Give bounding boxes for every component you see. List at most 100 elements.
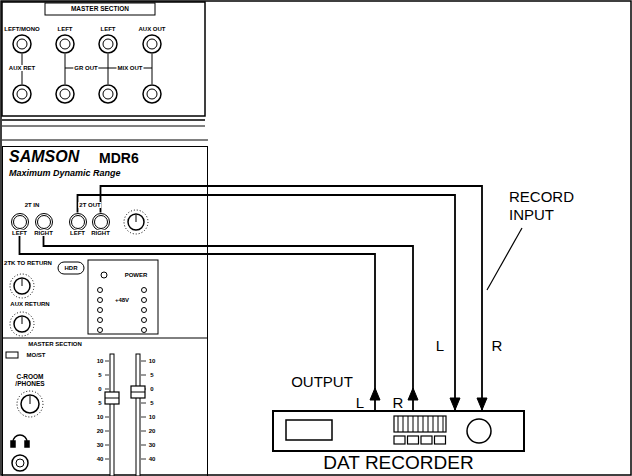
bracket-line — [108, 54, 109, 84]
scale-number: 20 — [96, 428, 105, 434]
top-panel — [2, 126, 205, 127]
fader — [136, 354, 140, 476]
level-knob — [14, 316, 30, 332]
level-knob — [136, 215, 137, 222]
scale-number: 10 — [148, 358, 157, 364]
bracket-line — [65, 54, 66, 84]
fader — [105, 398, 119, 399]
meter-grid — [394, 416, 446, 432]
channel-label: L — [435, 338, 445, 353]
brand-logo: SAMSON — [9, 149, 79, 165]
fader — [131, 392, 145, 393]
output-jack — [147, 89, 157, 99]
scale-number: 5 — [97, 400, 102, 406]
top-panel — [2, 119, 205, 121]
led-box — [142, 308, 147, 313]
jack-label: RIGHT — [33, 230, 54, 236]
panel-label: 2T OUT — [78, 202, 101, 208]
scale-number: 10 — [96, 358, 105, 364]
led-box — [98, 298, 103, 303]
meter-grid — [433, 416, 434, 432]
output-jack — [143, 35, 161, 53]
bracket-line — [22, 54, 152, 84]
scale-number: 0 — [149, 386, 154, 392]
fader — [105, 392, 119, 404]
panel-label: C-ROOM /PHONES — [10, 374, 50, 387]
panel-label: LEFT — [57, 26, 74, 32]
top-panel — [2, 140, 208, 141]
arrow-head — [370, 388, 380, 400]
fader — [105, 431, 109, 432]
scale-number: 30 — [96, 442, 105, 448]
output-jack — [17, 39, 27, 49]
scale-number: 5 — [149, 400, 154, 406]
leader-line — [487, 228, 522, 290]
output-jack: RIGHT — [92, 213, 110, 231]
panel-label: MASTER SECTION — [70, 6, 130, 13]
output-jack — [56, 35, 74, 53]
led-box — [88, 260, 158, 334]
scale-number: 0 — [97, 386, 102, 392]
connector-group — [20, 231, 381, 411]
top-panel — [45, 3, 155, 15]
fader — [105, 354, 146, 476]
meter-grid — [408, 416, 409, 432]
panel-label: 2T IN — [24, 202, 41, 208]
mono-stereo-button — [6, 352, 18, 358]
panel-label: GR OUT — [73, 65, 98, 71]
panel-label: HDR — [64, 265, 79, 271]
meter-grid — [443, 416, 444, 432]
tagline: Maximum Dynamic Range — [9, 169, 121, 178]
input-jack: RIGHT — [35, 213, 53, 231]
mono-stereo-button — [6, 352, 18, 358]
signal-cable — [44, 231, 414, 411]
top-panel — [2, 2, 208, 140]
section-divider — [2, 338, 208, 339]
scale-number: 10 — [96, 414, 105, 420]
jack-label: LEFT — [69, 230, 86, 236]
level-knob — [10, 210, 148, 417]
panel-label: AUX OUT — [138, 26, 167, 32]
led-box — [98, 318, 103, 323]
output-jack — [60, 89, 70, 99]
model-name: MDR6 — [99, 151, 139, 165]
scale-number: 30 — [148, 442, 157, 448]
output-jack — [103, 39, 113, 49]
input-jack: LEFT — [11, 213, 29, 231]
output-jack — [99, 85, 117, 103]
fader — [105, 375, 109, 376]
phones-jack — [12, 455, 28, 471]
led-box — [88, 260, 158, 334]
arrow-head — [408, 388, 418, 400]
recorder-face — [274, 412, 523, 450]
meter-grid — [398, 416, 399, 432]
fader — [141, 445, 146, 446]
callout-label: OUTPUT — [290, 373, 354, 391]
section-divider — [2, 338, 208, 339]
meter-grid — [438, 416, 439, 432]
connector-group — [101, 186, 488, 410]
phones-jack — [12, 455, 28, 471]
panel-label: MO/ST — [26, 352, 47, 358]
signal-cable — [101, 186, 483, 410]
panel-label: POWER — [124, 272, 149, 278]
device-name: DAT RECORDER — [323, 453, 473, 472]
arrow-head — [450, 398, 460, 410]
level-knob — [124, 210, 148, 234]
dat-recorder: DAT RECORDER — [272, 410, 525, 452]
fader — [131, 386, 145, 398]
arrow-head — [477, 398, 487, 410]
fader — [105, 459, 109, 460]
transport-button — [421, 436, 432, 444]
meter-grid — [418, 416, 419, 432]
callout-label: RECORD INPUT — [508, 188, 600, 224]
output-jack — [103, 89, 113, 99]
output-jack — [143, 85, 161, 103]
meter-grid — [428, 416, 429, 432]
output-jack — [13, 35, 31, 53]
output-jack: LEFT — [69, 213, 87, 231]
output-jack — [99, 35, 117, 53]
